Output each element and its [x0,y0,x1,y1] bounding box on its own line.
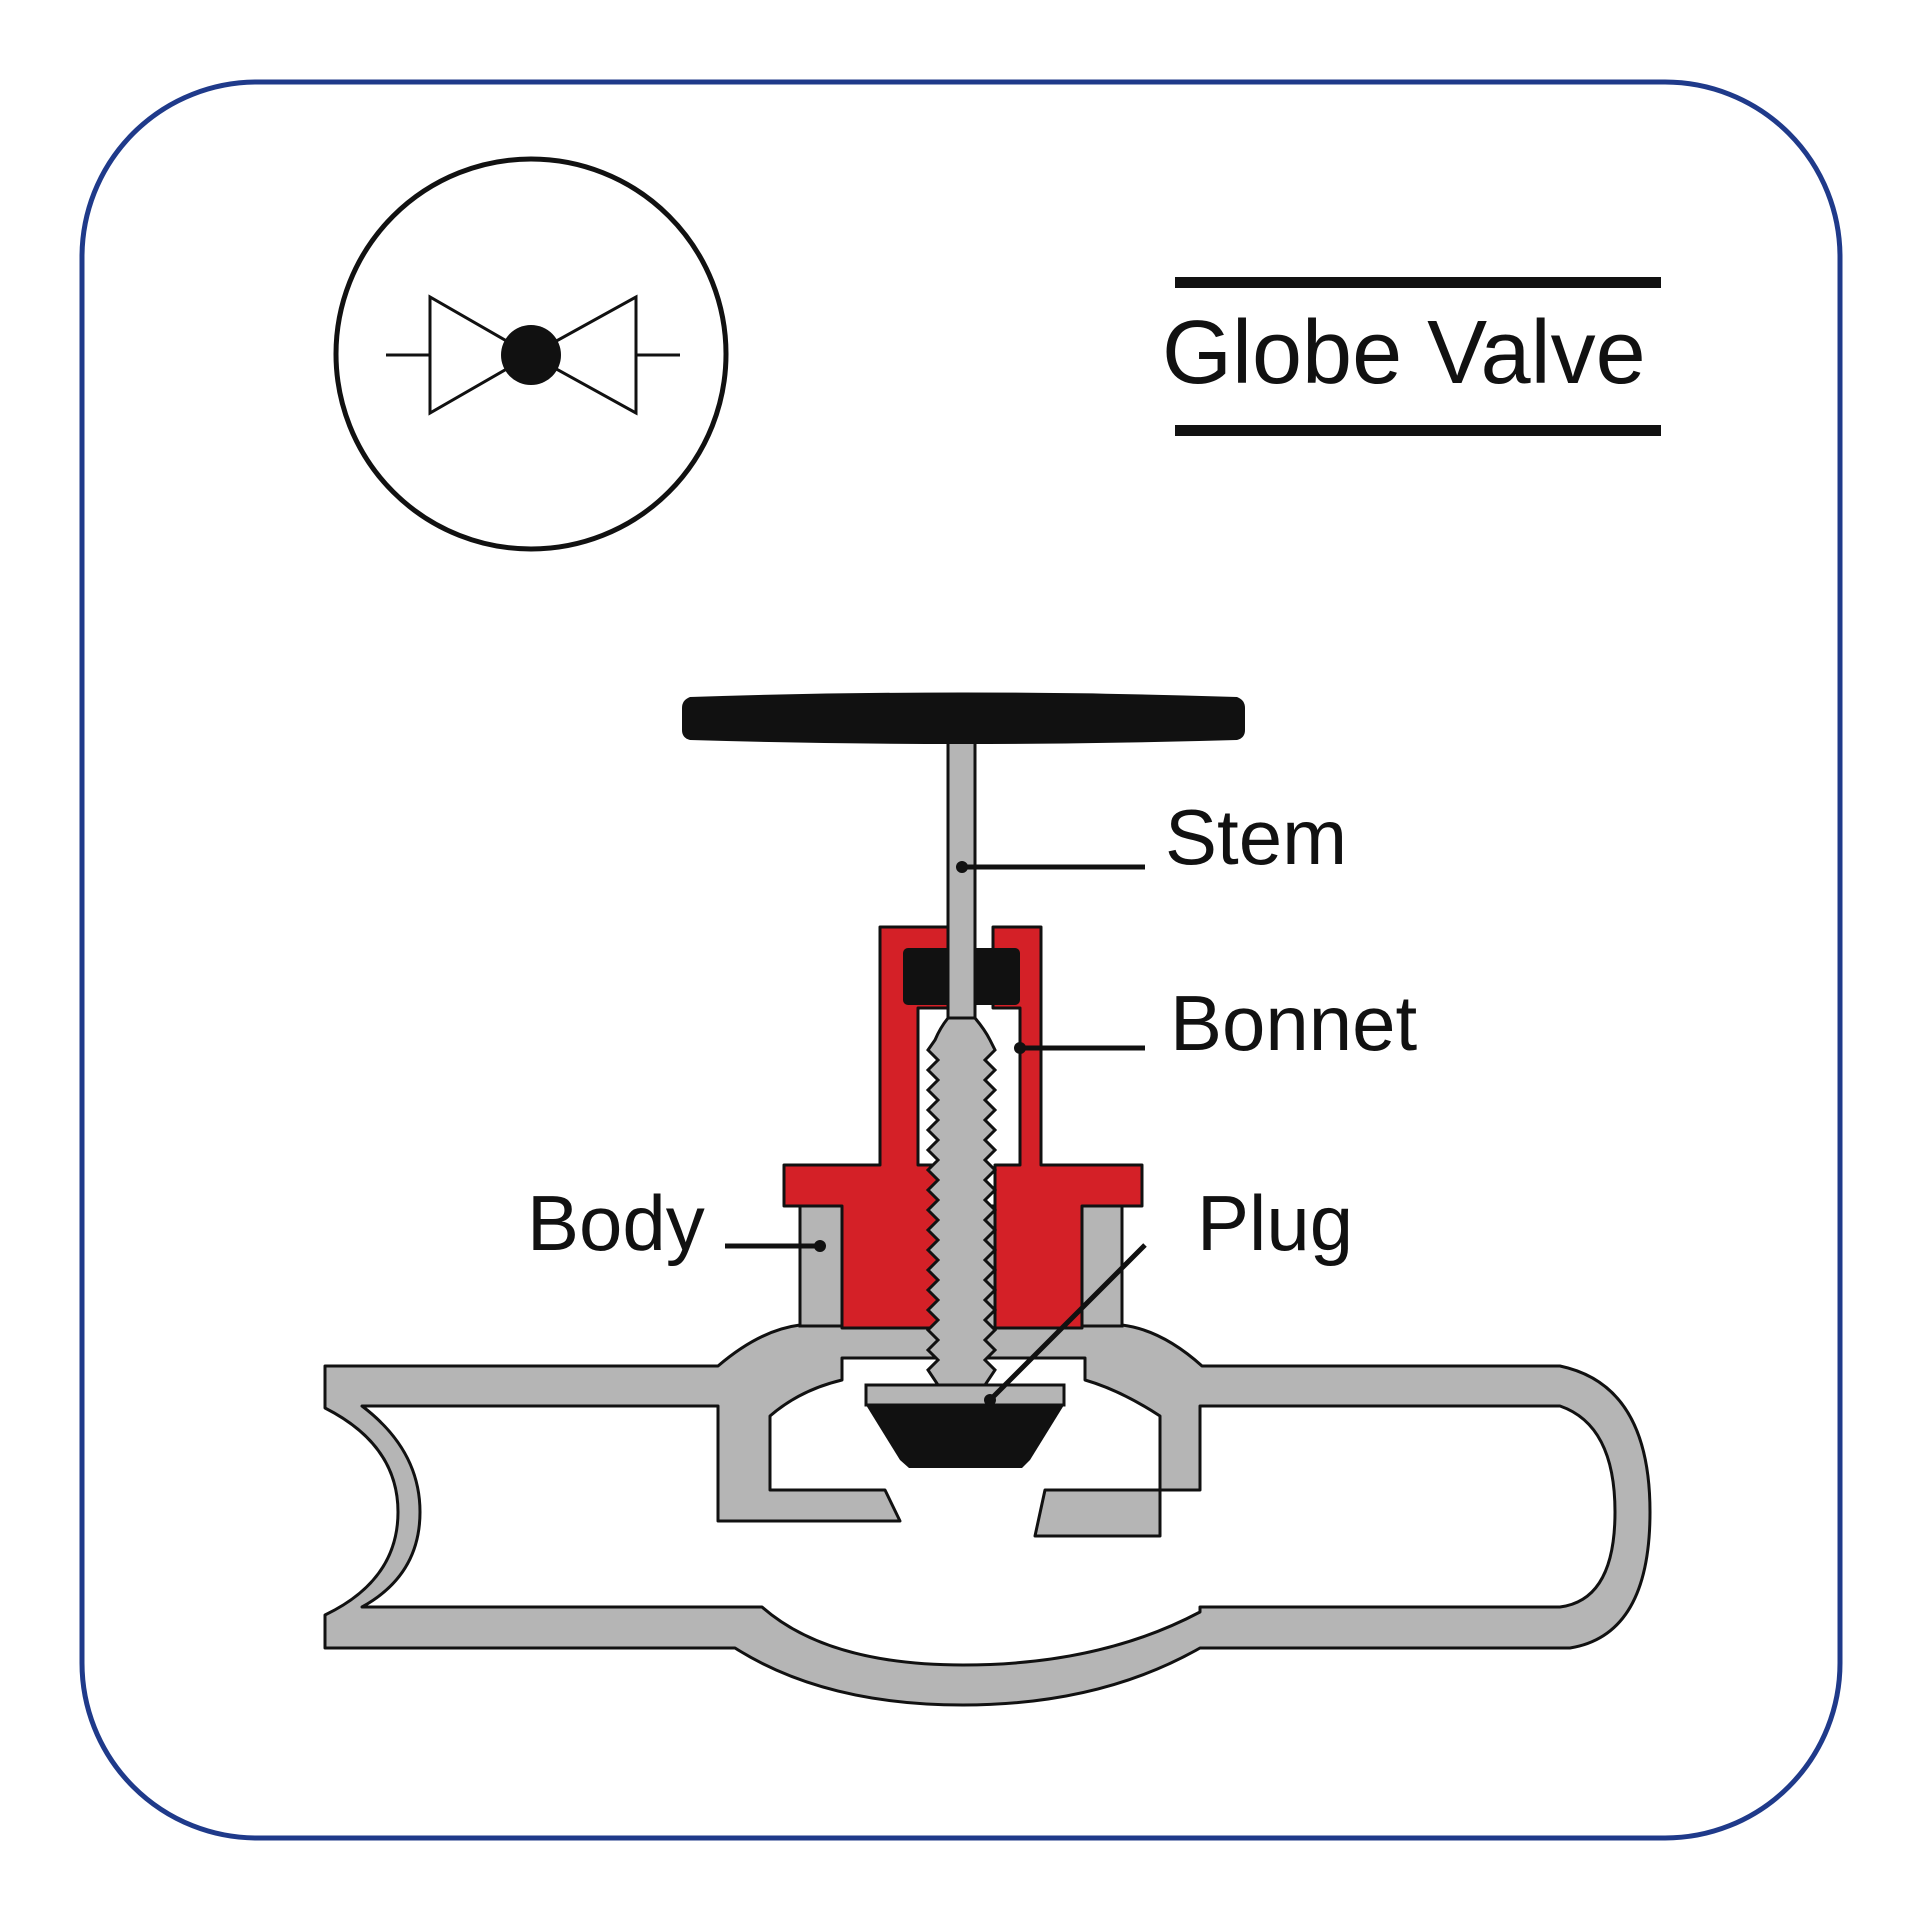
title-rule-top [1175,277,1661,288]
handwheel [682,692,1245,744]
leader-body [725,1240,826,1252]
label-stem: Stem [1165,793,1347,881]
leader-stem [956,861,1145,873]
leader-bonnet [1014,1042,1145,1054]
diagram-title: Globe Valve [1162,303,1646,403]
globe-valve-symbol-icon [333,156,729,552]
label-plug: Plug [1197,1179,1353,1267]
leader-plug [984,1243,1147,1406]
title-rule-bottom [1175,425,1661,436]
label-body: Body [527,1179,705,1267]
label-bonnet: Bonnet [1170,979,1418,1067]
valve-plug [864,1383,1066,1468]
